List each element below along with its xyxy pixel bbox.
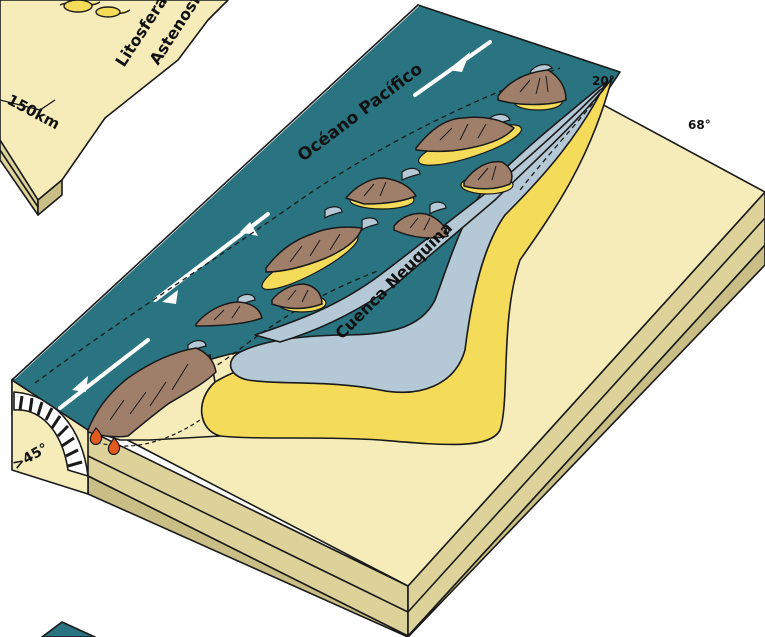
partial-blob — [64, 0, 92, 12]
partial-block-top-surface — [0, 0, 228, 200]
partial-block-bottom — [42, 622, 95, 637]
latitude-label: 20° — [592, 74, 615, 88]
longitude-label: 68° — [688, 118, 711, 132]
partial-blob — [96, 7, 120, 17]
partial-block-top-left: Litosfera Astenosfera 150km — [0, 0, 228, 215]
